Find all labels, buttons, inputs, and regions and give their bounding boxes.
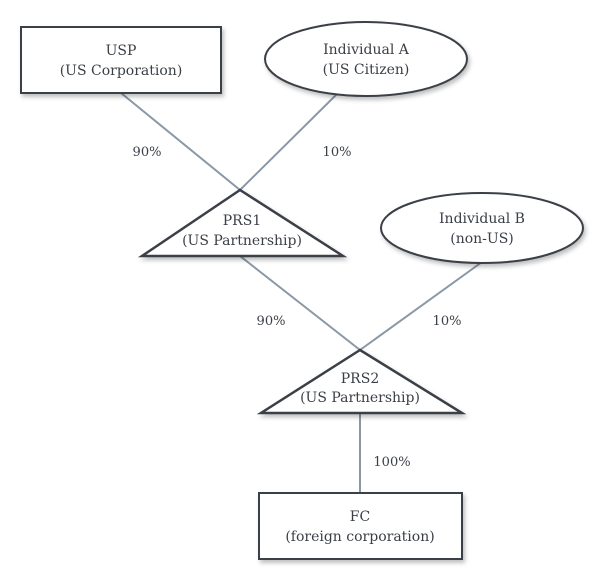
edge-usp-prs1 [120, 92, 241, 191]
node-individual-b-name: Individual B [439, 211, 525, 227]
node-usp-type: (US Corporation) [60, 63, 183, 79]
node-prs1-name: PRS1 [223, 213, 261, 229]
node-individual-b: Individual B (non-US) [380, 192, 584, 264]
node-individual-b-type: (non-US) [450, 231, 514, 247]
edge-label-individual-a-prs1: 10% [323, 145, 352, 160]
node-prs2-type: (US Partnership) [300, 390, 420, 406]
node-usp-name: USP [106, 43, 137, 59]
node-usp: USP (US Corporation) [20, 26, 222, 94]
edge-label-individual-b-prs2: 10% [433, 314, 462, 329]
node-fc-name: FC [350, 509, 370, 525]
node-fc-type: (foreign corporation) [285, 529, 434, 545]
edge-label-prs1-prs2: 90% [257, 314, 286, 329]
node-prs2-name: PRS2 [341, 371, 379, 387]
edge-individual-b-prs2 [359, 261, 483, 351]
node-individual-a-type: (US Citizen) [323, 62, 410, 78]
node-individual-a: Individual A (US Citizen) [264, 21, 468, 97]
edge-individual-a-prs1 [239, 92, 339, 191]
node-prs2: PRS2 (US Partnership) [256, 348, 467, 415]
edge-prs1-prs2 [239, 255, 361, 351]
edge-label-usp-prs1: 90% [133, 145, 162, 160]
node-individual-a-name: Individual A [323, 42, 410, 58]
node-prs1: PRS1 (US Partnership) [137, 188, 348, 258]
edge-label-prs2-fc: 100% [373, 455, 410, 470]
node-prs1-type: (US Partnership) [182, 233, 302, 249]
node-fc: FC (foreign corporation) [258, 492, 463, 560]
